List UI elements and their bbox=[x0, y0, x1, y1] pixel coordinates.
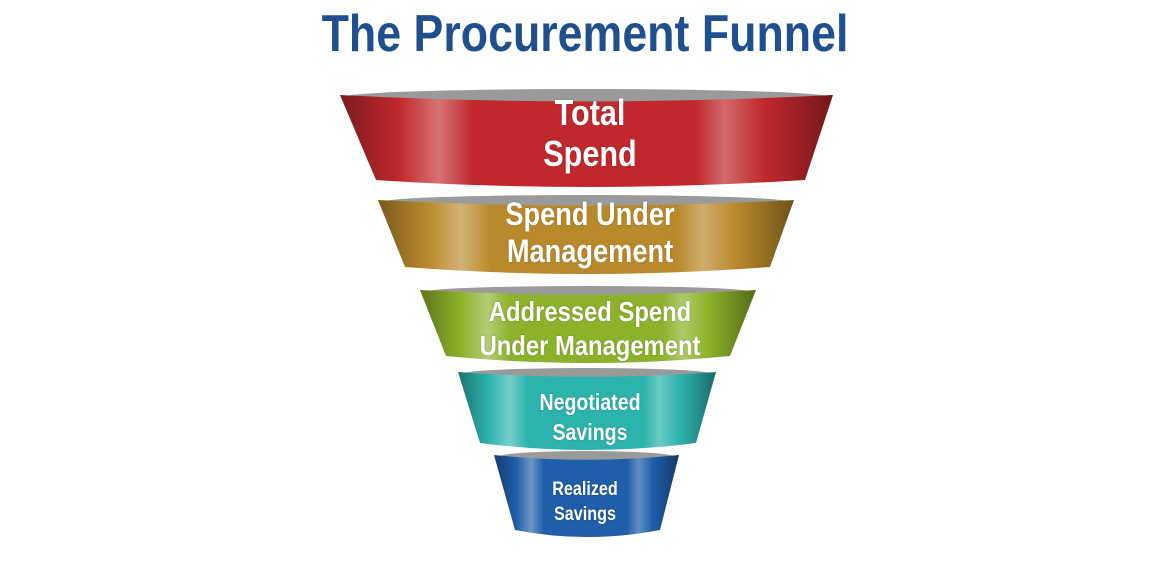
tier-label-line: Negotiated bbox=[539, 389, 641, 415]
funnel-tier-4 bbox=[458, 372, 716, 450]
funnel-tier-1 bbox=[340, 95, 833, 187]
tier-label-line: Realized bbox=[552, 479, 618, 500]
tier-label-total-spend: Total Spend bbox=[463, 92, 718, 175]
diagram-title: The Procurement Funnel bbox=[321, 5, 849, 63]
tier-label-line: Savings bbox=[554, 503, 616, 525]
tier-label-addressed-spend: Addressed Spend Under Management bbox=[446, 295, 735, 362]
tier-label-realized-savings: Realized Savings bbox=[513, 478, 658, 527]
tier-label-line: Under Management bbox=[479, 329, 701, 361]
tier-label-spend-under-management: Spend Under Management bbox=[463, 196, 718, 270]
funnel-tier-3 bbox=[420, 290, 756, 363]
tier-label-line: Total bbox=[554, 92, 626, 133]
tier-label-line: Spend Under bbox=[505, 196, 675, 232]
tier-label-negotiated-savings: Negotiated Savings bbox=[497, 388, 684, 448]
tier-label-line: Savings bbox=[552, 418, 628, 445]
tier-label-line: Spend bbox=[543, 133, 637, 175]
tier-label-line: Management bbox=[506, 232, 674, 269]
funnel-tier-2 bbox=[378, 200, 794, 274]
funnel-tier-5 bbox=[494, 455, 679, 537]
tier-label-line: Addressed Spend bbox=[488, 296, 692, 327]
